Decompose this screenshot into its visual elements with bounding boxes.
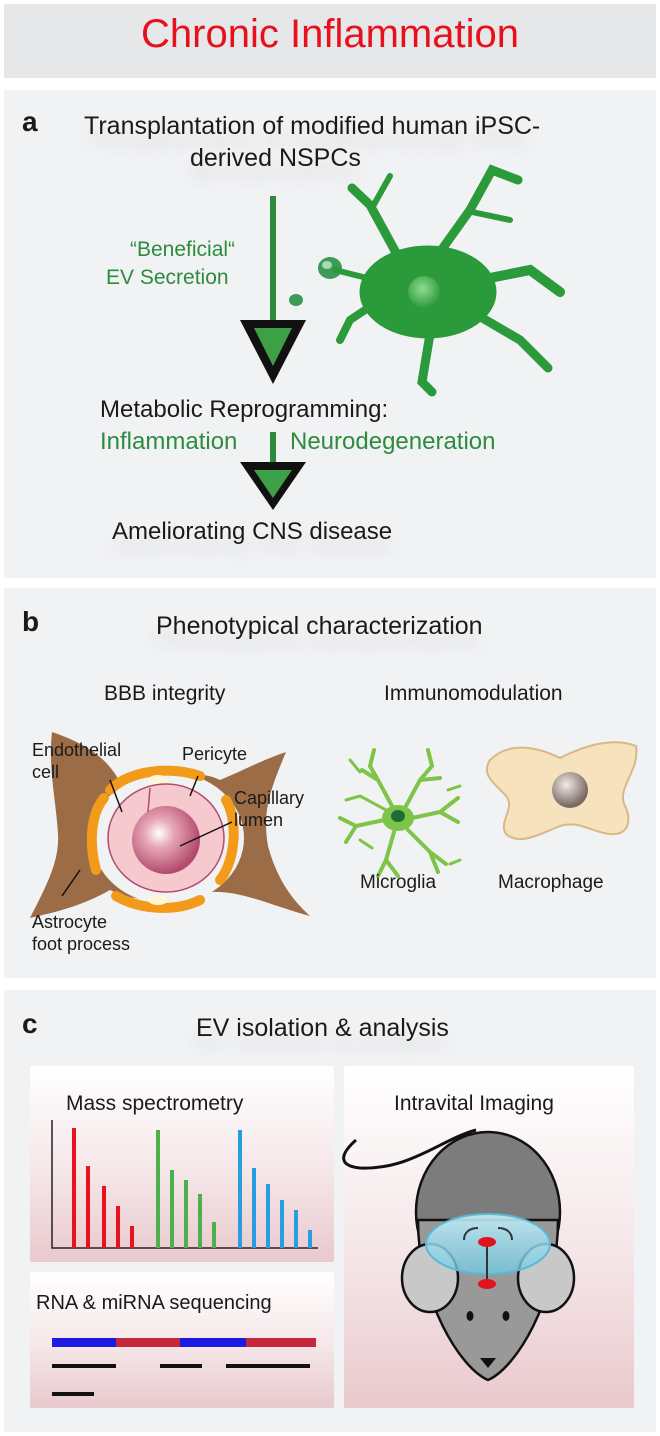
astrocyte-line1: Astrocyte	[32, 912, 108, 932]
microglia-label: Microglia	[360, 872, 437, 893]
panel-c-heading: EV isolation & analysis	[196, 1014, 449, 1042]
mass-spec-axes	[51, 1120, 318, 1249]
title-bar	[4, 4, 656, 78]
endothelial-line2: cell	[32, 762, 60, 782]
macrophage-label: Macrophage	[498, 872, 604, 893]
panel-a-heading-line1: Transplantation of modified human iPSC-	[84, 112, 541, 140]
rna-seq-label: RNA & miRNA sequencing	[36, 1292, 272, 1314]
panel-b-heading: Phenotypical characterization	[156, 612, 483, 640]
neurodegeneration-label: Neurodegeneration	[290, 428, 496, 455]
mass-spec-bars	[72, 1128, 312, 1248]
read-line	[226, 1364, 310, 1368]
neural-stem-cell-icon	[332, 164, 565, 397]
read-line	[52, 1392, 94, 1396]
panel-a	[4, 90, 656, 578]
immuno-title: Immunomodulation	[384, 682, 563, 705]
capillary-line2: lumen	[234, 810, 284, 830]
bbb-title: BBB integrity	[104, 682, 226, 705]
endothelial-line1: Endothelial	[32, 740, 122, 760]
capillary-line1: Capillary	[234, 788, 305, 808]
pericyte-label: Pericyte	[182, 744, 248, 764]
mass-spec-label: Mass spectrometry	[66, 1092, 244, 1115]
seq-segment	[246, 1338, 316, 1347]
panel-c-letter: c	[22, 1008, 38, 1039]
panel-a-letter: a	[22, 106, 38, 137]
outcome-label: Ameliorating CNS disease	[112, 518, 393, 545]
read-line	[160, 1364, 202, 1368]
microglia-icon	[338, 748, 462, 878]
reprogramming-label: Metabolic Reprogramming:	[100, 396, 389, 423]
arrow-1	[240, 196, 306, 384]
mouse-icon	[342, 1128, 576, 1382]
intravital-label: Intravital Imaging	[394, 1092, 554, 1115]
read-line	[52, 1364, 116, 1368]
inflammation-label: Inflammation	[100, 428, 238, 455]
macrophage-icon	[485, 741, 638, 840]
secretion-line1: “Beneficial“	[130, 238, 236, 261]
seq-segment	[116, 1338, 180, 1347]
panel-b-letter: b	[22, 606, 40, 637]
astrocyte-line2: foot process	[32, 934, 131, 954]
secretion-line2: EV Secretion	[106, 266, 229, 289]
arrow-2	[240, 432, 306, 510]
sequencing-tracks	[52, 1338, 316, 1396]
capillary-crosssection-icon	[30, 732, 310, 918]
seq-segment	[180, 1338, 246, 1347]
seq-segment	[52, 1338, 116, 1347]
main-title: Chronic Inflammation	[141, 12, 519, 56]
panel-a-heading-line2: derived NSPCs	[190, 144, 361, 172]
